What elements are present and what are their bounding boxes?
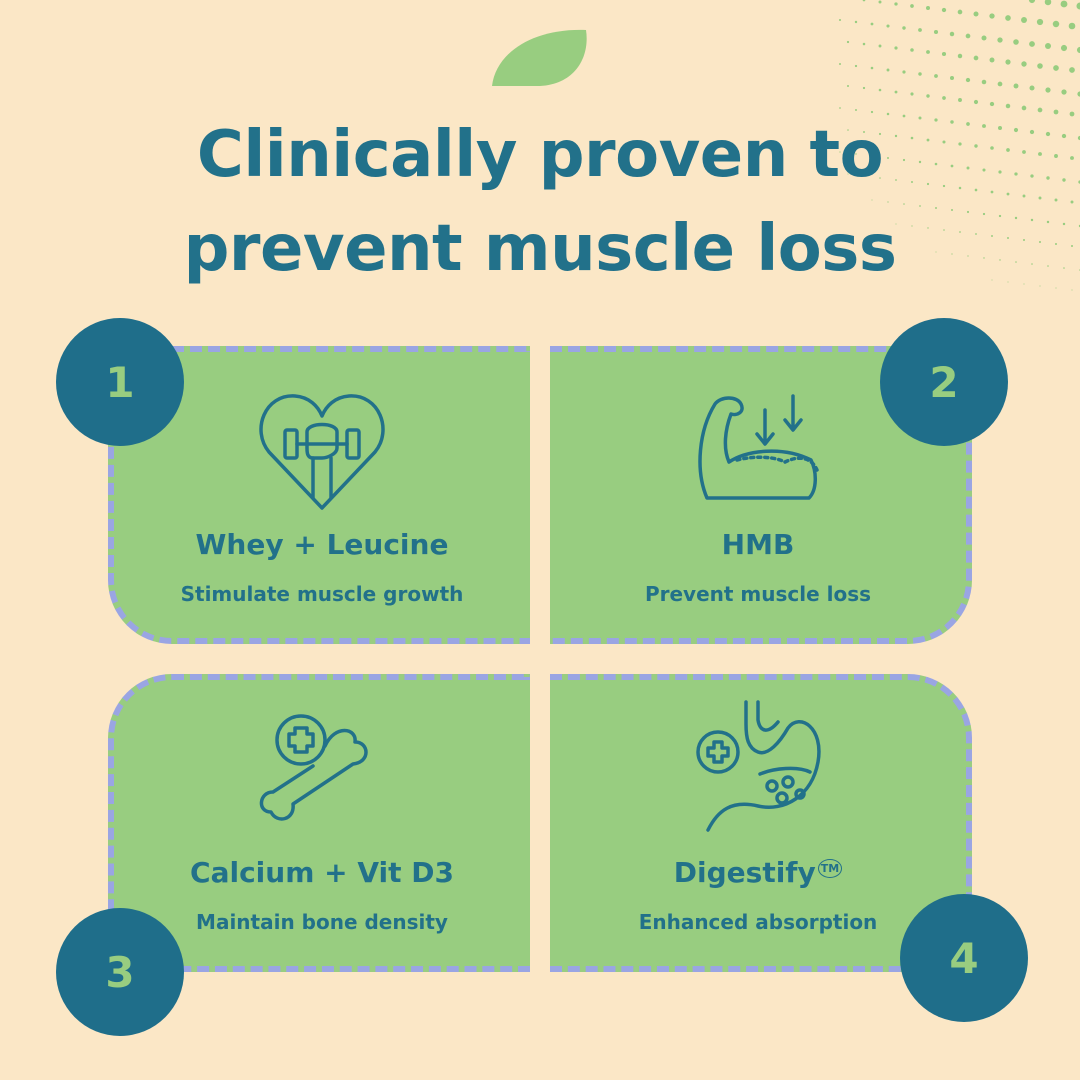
decorative-dot xyxy=(894,2,898,6)
page-title-line-2: prevent muscle loss xyxy=(183,212,897,286)
decorative-dot xyxy=(1021,17,1027,23)
decorative-dot xyxy=(918,72,922,76)
decorative-dot xyxy=(894,90,898,94)
trademark-mark: TM xyxy=(817,858,843,878)
decorative-dot xyxy=(1076,2,1080,10)
decorative-dot xyxy=(981,35,987,41)
decorative-dot xyxy=(989,57,995,63)
bone-plus-icon xyxy=(259,714,368,821)
decorative-dot xyxy=(973,55,979,61)
decorative-dot xyxy=(894,46,898,50)
decorative-dot xyxy=(902,70,906,74)
decorative-dot xyxy=(902,26,906,30)
card-subtitle: Prevent muscle loss xyxy=(644,582,872,606)
decorative-dot xyxy=(1044,42,1052,50)
decorative-dot xyxy=(878,88,882,92)
decorative-dot xyxy=(1029,41,1035,47)
decorative-dot xyxy=(958,98,962,102)
card-title: HMB xyxy=(721,528,795,561)
decorative-dot xyxy=(933,29,939,35)
decorative-dot xyxy=(1029,85,1035,91)
card-title-text: Digestify xyxy=(673,856,816,889)
number-badge-3: 3 xyxy=(56,908,184,1036)
decorative-dot xyxy=(1053,65,1059,71)
card-subtitle: Stimulate muscle growth xyxy=(180,582,464,606)
decorative-dot xyxy=(870,22,874,26)
decorative-dot xyxy=(878,0,882,4)
decorative-dot xyxy=(957,9,963,15)
decorative-dot xyxy=(997,37,1003,43)
decorative-dot xyxy=(886,68,890,72)
number-badge-1: 1 xyxy=(56,318,184,446)
decorative-dot xyxy=(934,74,938,78)
decorative-dot xyxy=(942,96,946,100)
decorative-dot xyxy=(1061,89,1067,95)
decorative-dot xyxy=(989,13,995,19)
heart-dumbbell-icon xyxy=(259,394,385,510)
page-title: Clinically proven to prevent muscle loss xyxy=(0,108,1080,296)
decorative-dot xyxy=(1028,0,1036,4)
decorative-dot xyxy=(965,33,971,39)
decorative-dot xyxy=(957,53,963,59)
decorative-dot xyxy=(1060,0,1068,8)
card-title: Whey + Leucine xyxy=(195,528,449,561)
decorative-dot xyxy=(941,7,947,13)
decorative-dot xyxy=(1021,61,1027,67)
decorative-dot xyxy=(949,31,955,37)
decorative-dot xyxy=(1068,22,1076,30)
decorative-dot xyxy=(918,28,922,32)
decorative-dot xyxy=(1044,0,1052,6)
leaf-logo-icon xyxy=(492,29,587,86)
decorative-dot xyxy=(870,66,874,70)
decorative-dot xyxy=(989,101,995,107)
decorative-dot xyxy=(854,64,858,68)
flexed-arm-icon xyxy=(698,394,819,500)
decorative-dot xyxy=(854,20,858,24)
decorative-dot xyxy=(862,0,866,2)
decorative-dot xyxy=(1005,59,1011,65)
decorative-dot xyxy=(1013,83,1019,89)
decorative-dot xyxy=(1036,18,1044,26)
card-subtitle: Enhanced absorption xyxy=(638,910,878,934)
decorative-dot xyxy=(910,92,914,96)
decorative-dot xyxy=(973,99,979,105)
decorative-dot xyxy=(862,42,866,46)
decorative-dot xyxy=(847,85,849,87)
decorative-dot xyxy=(1045,87,1051,93)
page-title-line-1: Clinically proven to xyxy=(196,118,884,192)
decorative-dot xyxy=(1037,63,1043,69)
decorative-dot xyxy=(1060,44,1068,52)
decorative-dot xyxy=(1013,39,1019,45)
number-badge-4: 4 xyxy=(900,894,1028,1022)
decorative-dot xyxy=(973,11,979,17)
decorative-dot xyxy=(926,6,930,10)
decorative-dot xyxy=(997,81,1003,87)
decorative-dot xyxy=(926,94,930,98)
decorative-dot xyxy=(839,63,841,65)
card-title: Calcium + Vit D3 xyxy=(190,856,454,889)
decorative-dot xyxy=(949,75,955,81)
decorative-dot xyxy=(910,48,914,52)
card-subtitle: Maintain bone density xyxy=(196,910,448,934)
decorative-dot xyxy=(886,24,890,28)
decorative-dot xyxy=(838,18,842,22)
decorative-dot xyxy=(846,40,850,44)
decorative-dot xyxy=(941,51,947,57)
decorative-dot xyxy=(910,4,914,8)
decorative-dot xyxy=(965,77,971,83)
stomach-icon xyxy=(696,700,821,832)
decorative-dot xyxy=(1069,67,1075,73)
decorative-dot xyxy=(981,79,987,85)
decorative-dot xyxy=(878,44,882,48)
decorative-dot xyxy=(862,86,866,90)
decorative-dot xyxy=(926,50,930,54)
number-badge-2: 2 xyxy=(880,318,1008,446)
benefit-card-calcium: Calcium + Vit D3 Maintain bone density xyxy=(108,674,530,972)
decorative-dot xyxy=(1052,20,1060,28)
decorative-dot xyxy=(1005,15,1011,21)
